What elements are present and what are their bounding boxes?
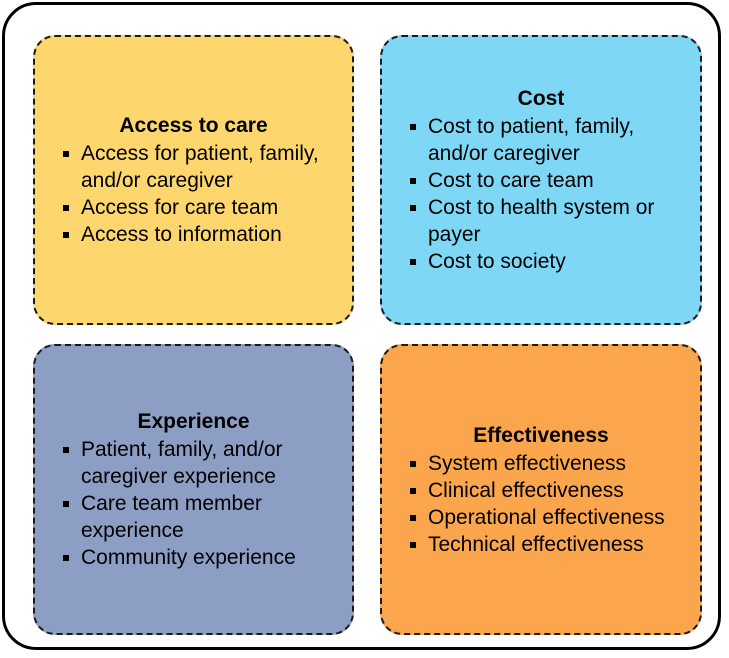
list-item: Cost to society <box>410 248 684 275</box>
bullet-list: Access for patient, family, and/or careg… <box>63 140 336 248</box>
list-item: Technical effectiveness <box>410 531 684 558</box>
list-item: Cost to patient, family, and/or caregive… <box>410 113 684 167</box>
list-item: Access for patient, family, and/or careg… <box>63 140 336 194</box>
quadrant-access-to-care: Access to care Access for patient, famil… <box>33 35 354 325</box>
list-item: Community experience <box>63 544 336 571</box>
list-item: Cost to care team <box>410 167 684 194</box>
bullet-list: Patient, family, and/or caregiver experi… <box>63 436 336 571</box>
list-item: Cost to health system or payer <box>410 194 684 248</box>
quadrant-experience: Experience Patient, family, and/or careg… <box>33 344 354 635</box>
quadrant-title: Experience <box>137 410 250 433</box>
quadrant-title: Cost <box>517 87 565 110</box>
quadrant-cost: Cost Cost to patient, family, and/or car… <box>380 35 702 325</box>
quadrant-title: Access to care <box>119 114 268 137</box>
quadrant-effectiveness: Effectiveness System effectiveness Clini… <box>380 344 702 635</box>
list-item: Operational effectiveness <box>410 504 684 531</box>
list-item: Access for care team <box>63 194 336 221</box>
list-item: System effectiveness <box>410 450 684 477</box>
bullet-list: Cost to patient, family, and/or caregive… <box>410 113 684 275</box>
list-item: Access to information <box>63 221 336 248</box>
quadrant-title: Effectiveness <box>473 423 609 447</box>
list-item: Patient, family, and/or caregiver experi… <box>63 436 336 490</box>
list-item: Clinical effectiveness <box>410 477 684 504</box>
list-item: Care team member experience <box>63 490 336 544</box>
bullet-list: System effectiveness Clinical effectiven… <box>410 450 684 558</box>
